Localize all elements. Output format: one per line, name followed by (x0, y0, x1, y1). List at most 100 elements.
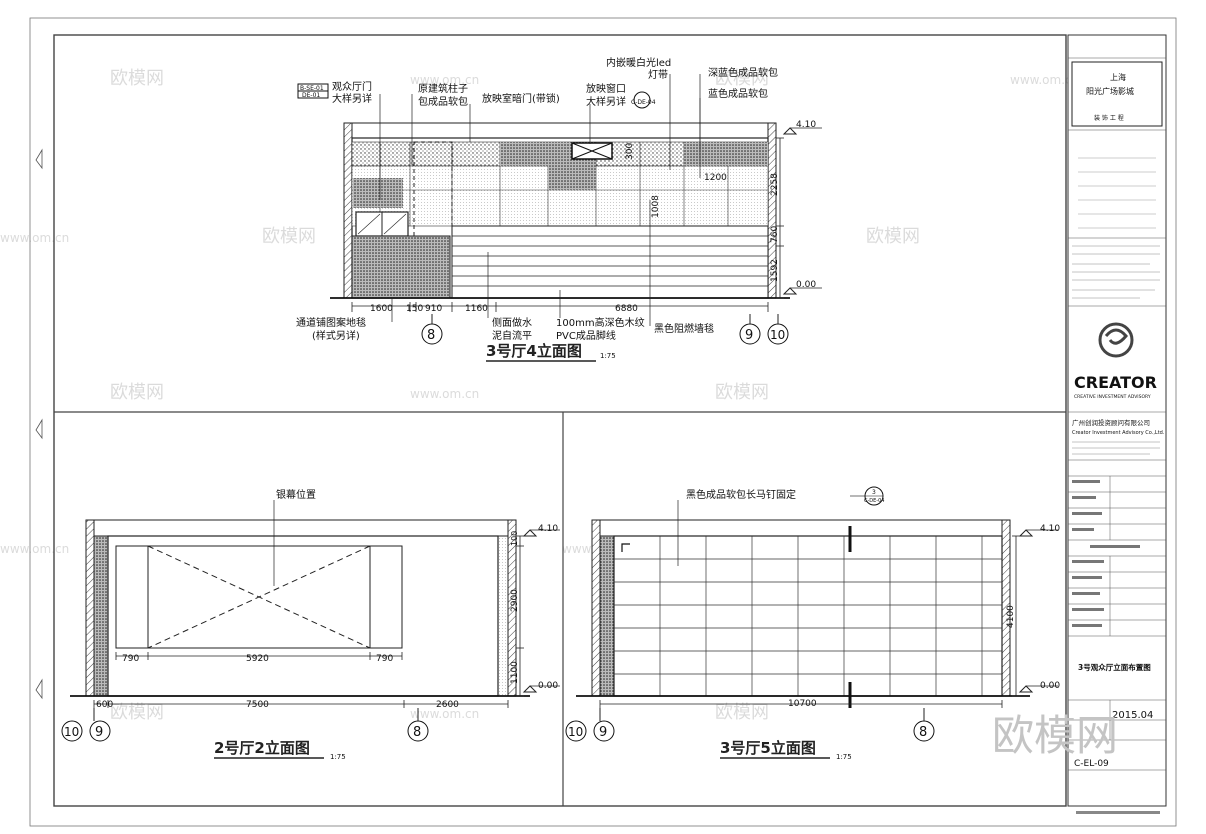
callout-label: C-DE-04 (864, 498, 884, 504)
dimension-label: 4100 (1006, 605, 1016, 628)
dimension-label: 790 (122, 654, 139, 664)
note: 泥自流平 (492, 329, 532, 342)
dimension-label: 1160 (465, 304, 488, 314)
logo-wordmark: CREATOR (1074, 373, 1157, 392)
company-name: 广州创润投资顾问有限公司 (1072, 418, 1150, 427)
drawing-number: C-EL-09 (1074, 759, 1109, 769)
wall-left (343, 122, 353, 299)
dimension-label: 2900 (510, 589, 520, 612)
drawing-frame (53, 34, 1067, 807)
note: 灯带 (648, 69, 668, 81)
note: 100mm高深色木纹 (556, 316, 645, 329)
axis-label: 8 (919, 725, 927, 740)
dimension-label: 1008 (651, 195, 661, 218)
wall-face (613, 535, 1003, 697)
drawing-title: 3号厅5立面图 (720, 739, 816, 757)
level-label: 0.00 (538, 681, 558, 691)
dimension-label: 790 (376, 654, 393, 664)
drawing-title: 3号厅4立面图 (486, 342, 582, 360)
watermark: www.om.cn (410, 387, 479, 401)
dimension-label: 10700 (788, 699, 817, 709)
dimension-label: 2258 (770, 173, 780, 196)
title-block: 上海 阳光广场影城 装 饰 工 程 CREATOR CREATIVE INVES… (1067, 34, 1167, 807)
dimension-label: 1592 (770, 259, 780, 282)
tag-top: B-SE-01 (300, 85, 324, 92)
note: 大样另详 (586, 95, 626, 108)
carpet-area (351, 235, 451, 299)
dimension-label: 1100 (510, 661, 520, 684)
callout-label: C-DE-04 (631, 99, 656, 106)
note: 银幕位置 (276, 488, 316, 501)
dimension-label: 300 (625, 143, 635, 160)
wall-side (497, 535, 509, 697)
wall-side (599, 535, 615, 697)
watermark: 欧模网 (866, 226, 920, 247)
dimension-label: 1200 (704, 173, 727, 183)
screen-area (147, 545, 371, 649)
margin-marks (35, 148, 43, 700)
dimension-label: 6880 (615, 304, 638, 314)
watermark: www.om.cn (1010, 73, 1079, 87)
level-label: 0.00 (1040, 681, 1060, 691)
watermark: 欧模网 (110, 382, 164, 403)
note: 放映室暗门(带锁) (482, 92, 560, 105)
panel-texture (684, 142, 768, 166)
axis-label: 10 (568, 725, 583, 739)
sheet-border (29, 17, 1177, 827)
watermark: 欧模网 (715, 68, 769, 89)
drawing-name: 3号观众厅立面布置图 (1078, 662, 1151, 672)
note: 原建筑柱子 (418, 82, 468, 95)
dimension-label: 600 (96, 700, 113, 710)
dimension-label: 150 (406, 304, 423, 314)
dimension-label: 760 (770, 226, 780, 243)
axis-label: 10 (770, 328, 785, 342)
watermark: www.om.cn (410, 707, 479, 721)
dimension-label: 5920 (246, 654, 269, 664)
watermark: 欧模网 (110, 68, 164, 89)
footer-note (1076, 811, 1160, 814)
dimension-label: 2600 (436, 700, 459, 710)
panel-texture (353, 178, 403, 208)
axis-bubble (593, 720, 615, 742)
note: 包成品软包 (418, 95, 468, 108)
watermark-logo: 欧模网 (992, 711, 1118, 760)
axis-label: 8 (413, 725, 421, 740)
drawing-date: 2015.04 (1112, 710, 1153, 721)
callout-number: 3 (872, 489, 876, 496)
logo-subtitle: CREATIVE INVESTMENT ADVISORY (1074, 394, 1151, 400)
axis-bubble (61, 720, 83, 742)
elevation-bottom-right: 黑色成品软包长马钉固定 3 C-DE-04 10700 4100 4.10 0.… (565, 486, 1060, 761)
watermark: 欧模网 (715, 382, 769, 403)
axis-bubble (89, 720, 111, 742)
note: 大样另详 (332, 92, 372, 105)
watermark: www.om.cn (0, 542, 69, 556)
dimension-label: 7500 (246, 700, 269, 710)
dimension-label: 100 (510, 531, 519, 546)
axis-label: 9 (599, 725, 607, 740)
watermark: 欧模网 (715, 702, 769, 723)
dimension-label: 910 (425, 304, 442, 314)
note: 通道铺图案地毯 (296, 316, 366, 329)
axis-label: 10 (64, 725, 79, 739)
elevation-bottom-left: 银幕位置 790 5920 790 600 7500 2600 100 2900… (61, 488, 560, 761)
callout-circle (633, 91, 651, 109)
watermark: 欧模网 (110, 702, 164, 723)
note: 侧面做水 (492, 316, 532, 329)
note: 内嵌暖白光led (606, 56, 671, 69)
wall-side (93, 535, 109, 697)
note: 黑色成品软包长马钉固定 (686, 488, 796, 501)
note: PVC成品脚线 (556, 329, 616, 342)
axis-label: 9 (95, 725, 103, 740)
panel-texture (548, 166, 596, 190)
drawing-title: 2号厅2立面图 (214, 739, 310, 757)
company-name-en: Creator Investment Advisory Co.,Ltd. (1072, 430, 1165, 436)
tag-bottom: DE-01 (302, 92, 320, 99)
level-label: 0.00 (796, 280, 816, 290)
note: 观众厅门 (332, 80, 372, 93)
elevation-top: 1600 150 910 1160 6880 2258 760 1592 100… (296, 56, 822, 362)
dimension-label: 1600 (370, 304, 393, 314)
note: 放映窗口 (586, 82, 626, 95)
note: 蓝色成品软包 (708, 87, 768, 100)
drawing-scale: 1:75 (330, 753, 346, 761)
